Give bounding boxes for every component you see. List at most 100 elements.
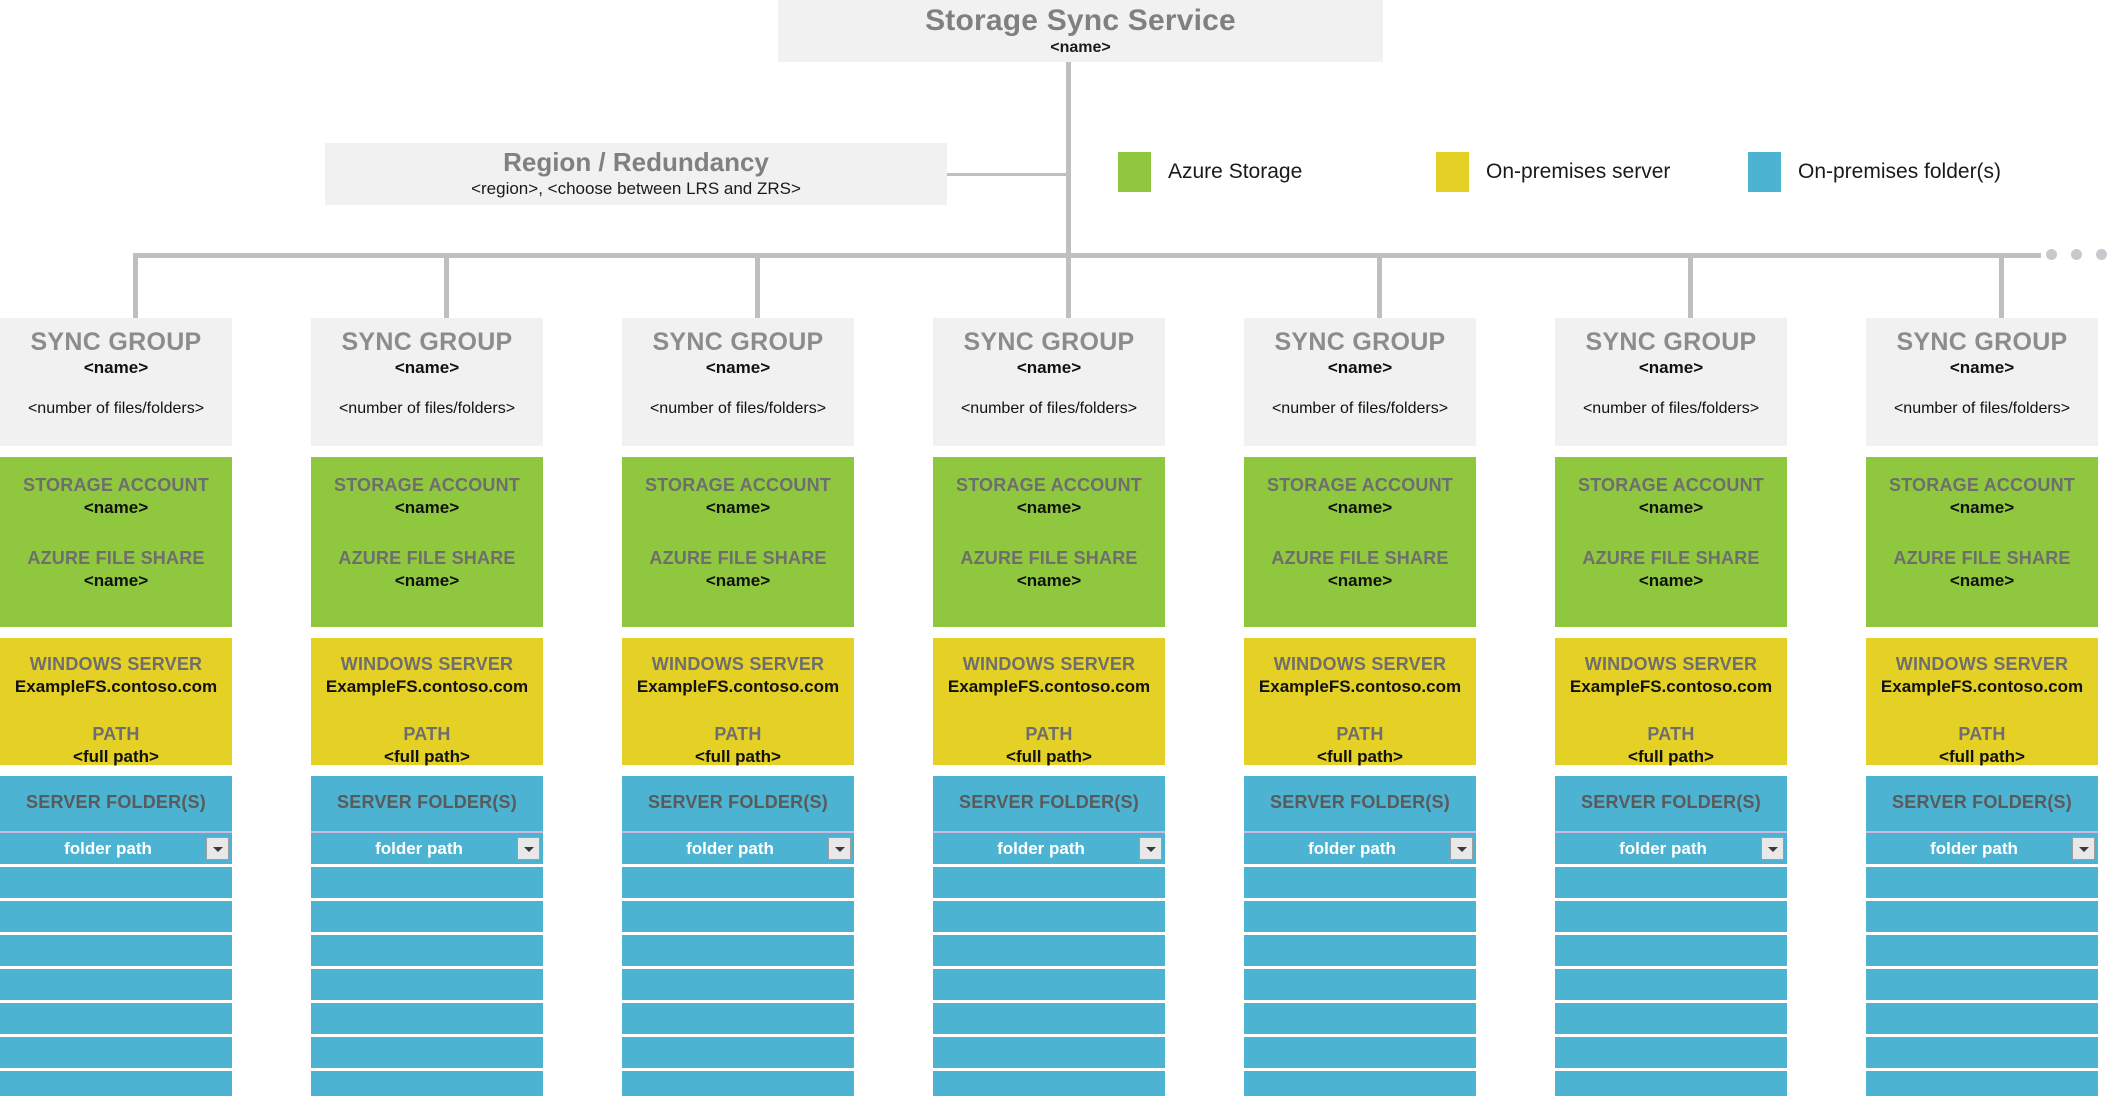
server-folder-row[interactable] [1866, 932, 2098, 966]
server-folder-row[interactable] [0, 1000, 232, 1034]
server-folder-row[interactable] [1555, 864, 1787, 898]
server-folder-row[interactable] [311, 898, 543, 932]
sync-group-title: SYNC GROUP [652, 328, 824, 356]
drop-line-7 [1999, 253, 2004, 319]
server-folder-row[interactable] [311, 1000, 543, 1034]
server-folder-row[interactable] [622, 1034, 854, 1068]
server-folder-row[interactable] [1866, 1068, 2098, 1096]
server-folder-row[interactable] [1244, 1034, 1476, 1068]
server-folder-row[interactable] [1244, 864, 1476, 898]
folder-path-row[interactable]: folder path [1555, 831, 1787, 864]
server-folder-row[interactable] [1555, 966, 1787, 1000]
server-folder-row[interactable] [1555, 898, 1787, 932]
server-folder-row[interactable] [0, 864, 232, 898]
storage-account-value: <name> [1638, 498, 1704, 517]
azure-file-share-value: <name> [705, 571, 771, 590]
server-folder-row[interactable] [1244, 966, 1476, 1000]
server-folders-block-4: SERVER FOLDER(S)folder path [933, 776, 1165, 1096]
folder-path-row[interactable]: folder path [622, 831, 854, 864]
server-folder-row[interactable] [1555, 1068, 1787, 1096]
sync-group-file-count: <number of files/folders> [1271, 400, 1449, 417]
server-folder-row[interactable] [933, 932, 1165, 966]
server-folders-block-5: SERVER FOLDER(S)folder path [1244, 776, 1476, 1096]
server-folder-row[interactable] [1244, 1000, 1476, 1034]
server-folder-row[interactable] [0, 1034, 232, 1068]
server-folder-row[interactable] [0, 966, 232, 1000]
chevron-down-icon[interactable] [1139, 837, 1162, 860]
region-redundancy-subtitle: <region>, <choose between LRS and ZRS> [471, 179, 801, 198]
server-folder-row[interactable] [933, 1000, 1165, 1034]
path-value: <full path> [1628, 747, 1714, 766]
legend-label-on-premises-folders: On-premises folder(s) [1798, 160, 2002, 183]
server-folder-row[interactable] [933, 966, 1165, 1000]
server-folder-row[interactable] [311, 864, 543, 898]
server-folder-row[interactable] [1866, 966, 2098, 1000]
storage-account-value: <name> [1327, 498, 1393, 517]
server-folder-row[interactable] [311, 932, 543, 966]
windows-server-label: WINDOWS SERVER [29, 654, 203, 674]
legend-swatch-green-icon [1118, 152, 1151, 192]
server-folder-row[interactable] [1244, 1068, 1476, 1096]
server-folder-row[interactable] [1555, 1034, 1787, 1068]
azure-file-share-value: <name> [1016, 571, 1082, 590]
server-folder-row[interactable] [311, 966, 543, 1000]
server-folder-row[interactable] [933, 1034, 1165, 1068]
folder-path-row[interactable]: folder path [933, 831, 1165, 864]
server-folder-row[interactable] [1555, 932, 1787, 966]
chevron-down-icon[interactable] [206, 837, 229, 860]
sync-group-file-count: <number of files/folders> [649, 400, 827, 417]
server-folder-row[interactable] [622, 1068, 854, 1096]
folder-path-row[interactable]: folder path [1866, 831, 2098, 864]
server-folder-row[interactable] [0, 898, 232, 932]
server-folder-row[interactable] [311, 1034, 543, 1068]
server-folder-row[interactable] [311, 1068, 543, 1096]
azure-storage-block-1: STORAGE ACCOUNT<name>AZURE FILE SHARE<na… [0, 457, 232, 627]
server-folder-row[interactable] [1244, 932, 1476, 966]
server-folder-row[interactable] [933, 898, 1165, 932]
sync-group-header-7: SYNC GROUP<name><number of files/folders… [1866, 318, 2098, 446]
windows-server-label: WINDOWS SERVER [962, 654, 1136, 674]
server-folder-row[interactable] [622, 864, 854, 898]
server-folder-row[interactable] [933, 864, 1165, 898]
server-folder-row[interactable] [1866, 1034, 2098, 1068]
storage-account-label: STORAGE ACCOUNT [333, 475, 520, 495]
server-folder-row[interactable] [622, 966, 854, 1000]
server-folder-row[interactable] [1866, 864, 2098, 898]
server-folder-row[interactable] [933, 1068, 1165, 1096]
server-folder-row[interactable] [0, 1068, 232, 1096]
sync-group-column-1: SYNC GROUP<name><number of files/folders… [0, 318, 232, 1096]
sync-group-name: <name> [1016, 358, 1082, 377]
chevron-down-icon[interactable] [1450, 837, 1473, 860]
path-value: <full path> [73, 747, 159, 766]
chevron-down-icon[interactable] [1761, 837, 1784, 860]
storage-account-value: <name> [394, 498, 460, 517]
windows-server-label: WINDOWS SERVER [1273, 654, 1447, 674]
windows-server-label: WINDOWS SERVER [1895, 654, 2069, 674]
server-folder-row[interactable] [622, 898, 854, 932]
sync-group-file-count: <number of files/folders> [960, 400, 1138, 417]
sync-group-title: SYNC GROUP [341, 328, 513, 356]
legend: Azure Storage On-premises server On-prem… [1118, 150, 2078, 200]
chevron-down-icon[interactable] [2072, 837, 2095, 860]
server-folder-row[interactable] [1555, 1000, 1787, 1034]
path-value: <full path> [695, 747, 781, 766]
server-folder-row[interactable] [622, 932, 854, 966]
sync-group-title: SYNC GROUP [1896, 328, 2068, 356]
folder-path-row[interactable]: folder path [0, 831, 232, 864]
sync-group-file-count: <number of files/folders> [1893, 400, 2071, 417]
chevron-down-icon[interactable] [828, 837, 851, 860]
server-folder-row[interactable] [0, 932, 232, 966]
server-folder-row[interactable] [1866, 1000, 2098, 1034]
server-folder-row[interactable] [622, 1000, 854, 1034]
server-folder-row[interactable] [1244, 898, 1476, 932]
azure-file-share-label: AZURE FILE SHARE [27, 548, 205, 568]
folder-path-row[interactable]: folder path [1244, 831, 1476, 864]
folder-path-row[interactable]: folder path [311, 831, 543, 864]
path-label: PATH [1336, 724, 1384, 744]
chevron-down-icon[interactable] [517, 837, 540, 860]
sync-group-title: SYNC GROUP [963, 328, 1135, 356]
folder-path-value: folder path [375, 839, 463, 858]
server-folder-row[interactable] [1866, 898, 2098, 932]
